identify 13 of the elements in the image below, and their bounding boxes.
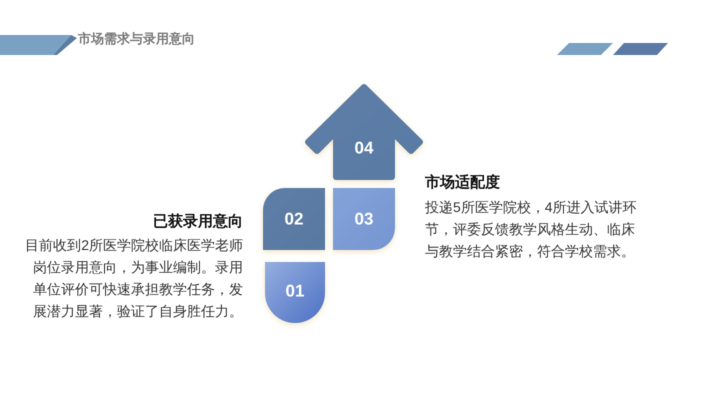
step-tile [333,188,395,250]
step-tile [263,188,325,250]
step-number: 03 [354,210,374,228]
section-heading: 已获录用意向 [152,213,243,231]
step-number: 02 [284,210,304,228]
step-number: 01 [286,282,304,300]
description-text: 目前收到2所医学院校临床医学老师岗位录用意向，为事业编制。录用单位评价可快速承担教学任务，发展潜力显著，验证了自身胜任力。 [24,236,243,321]
step-tile [265,262,325,323]
description-text: 投递5所医学院校，4所进入试讲环节，评委反馈教学风格生动、临床与教学结合紧密，符合学校需求。 [425,198,638,261]
up-arrow-shape [305,84,423,180]
page-title: 市场需求与录用意向 [78,31,195,47]
section-heading: 市场适配度 [425,174,501,192]
step-number: 04 [354,140,374,156]
